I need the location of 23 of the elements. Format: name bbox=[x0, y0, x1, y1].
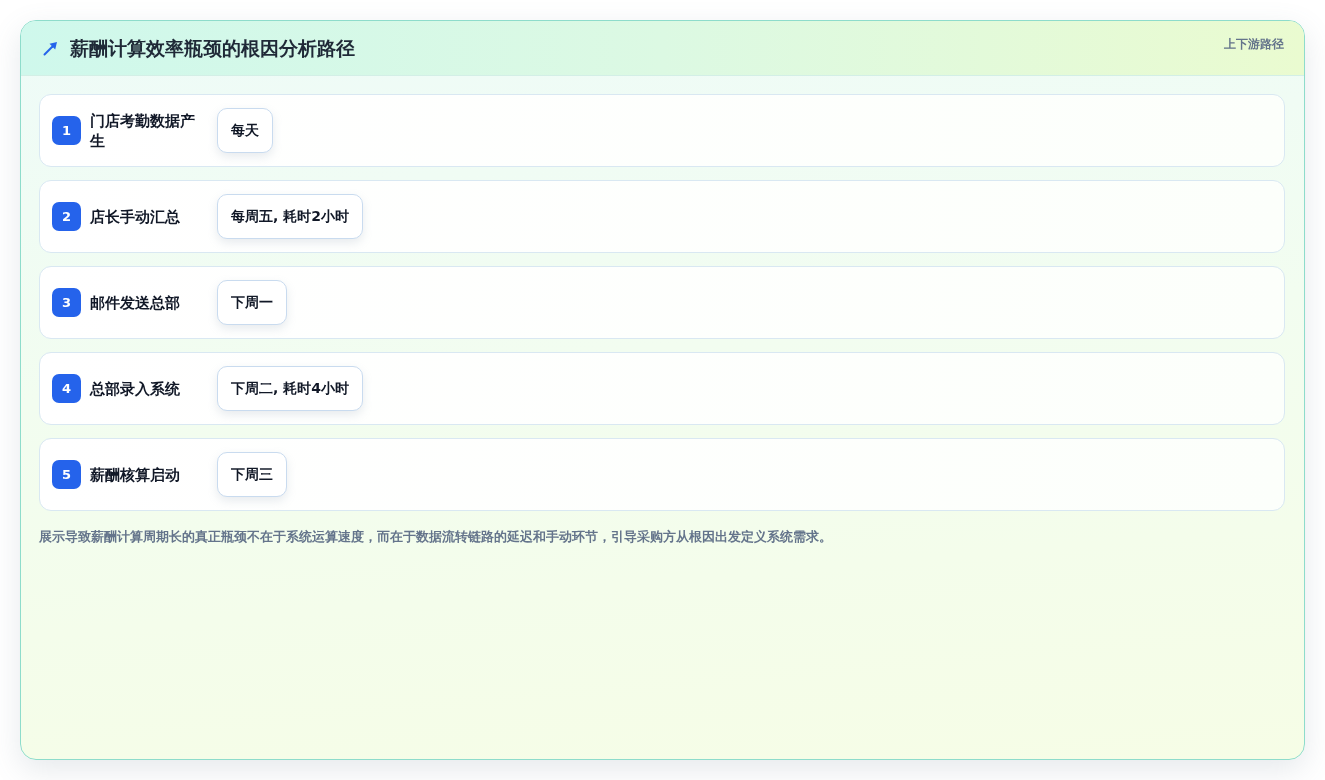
number-badge: 1 bbox=[52, 116, 81, 145]
time-tag: 每天 bbox=[217, 108, 273, 153]
number-badge: 2 bbox=[52, 202, 81, 231]
header-label: 上下游路径 bbox=[1224, 36, 1284, 52]
step-row bbox=[39, 352, 1285, 425]
time-tag: 下周二, 耗时4小时 bbox=[217, 366, 363, 411]
time-tag: 下周一 bbox=[217, 280, 287, 325]
number-badge: 4 bbox=[52, 374, 81, 403]
step-label: 店长手动汇总 bbox=[90, 206, 181, 227]
number-badge: 5 bbox=[52, 460, 81, 489]
step-row bbox=[39, 438, 1285, 511]
step-row bbox=[39, 180, 1285, 253]
step-row bbox=[39, 266, 1285, 339]
step-label: 总部录入系统 bbox=[90, 378, 181, 399]
step-label: 薪酬核算启动 bbox=[90, 464, 181, 485]
number-badge: 3 bbox=[52, 288, 81, 317]
caption: 展示导致薪酬计算周期长的真正瓶颈不在于系统运算速度，而在于数据流转链路的延迟和手动环节，引导采购方从根因出发定义系统需求。 bbox=[39, 528, 832, 546]
step-row bbox=[39, 94, 1285, 167]
step-label: 门店考勤数据产生 bbox=[90, 110, 196, 151]
step-label: 邮件发送总部 bbox=[90, 292, 181, 313]
time-tag: 下周三 bbox=[217, 452, 287, 497]
title: 薪酬计算效率瓶颈的根因分析路径 bbox=[70, 36, 355, 61]
time-tag: 每周五, 耗时2小时 bbox=[217, 194, 363, 239]
